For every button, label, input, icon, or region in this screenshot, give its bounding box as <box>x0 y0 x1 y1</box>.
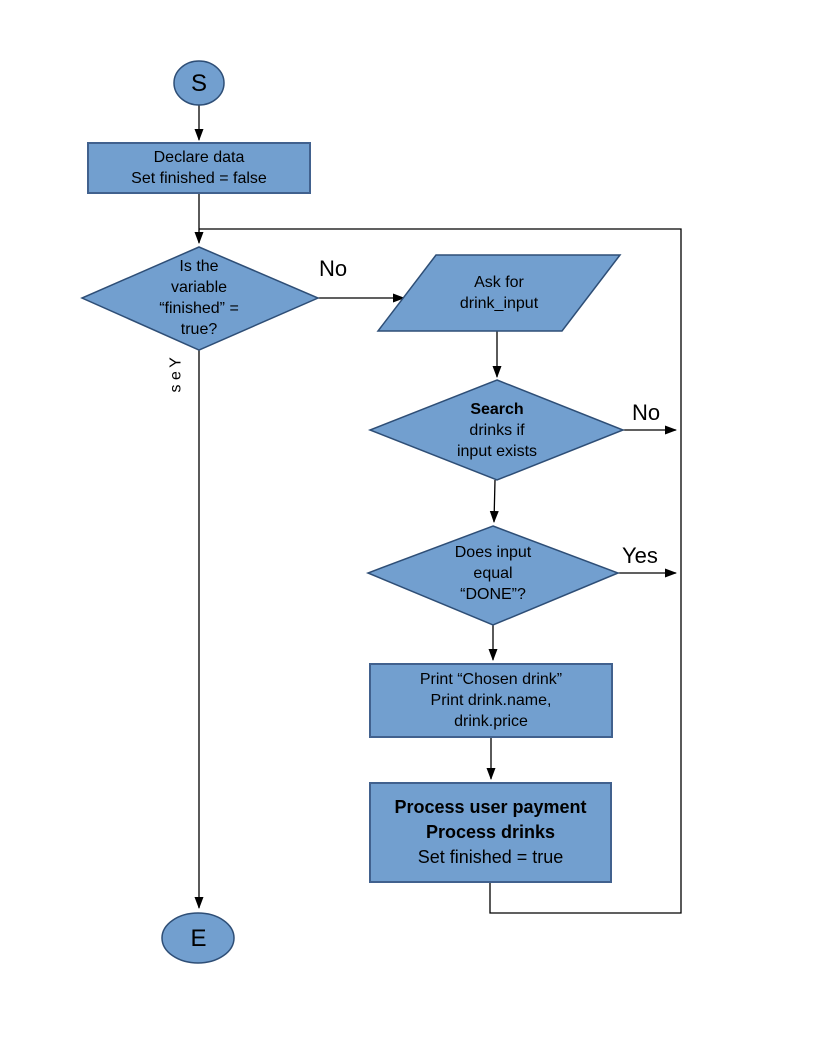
payment-process-shape <box>369 782 612 883</box>
declare-node-label: Declare data Set finished = false <box>131 149 267 187</box>
payment-node-label-bold: Process user payment Process drinks <box>394 797 587 842</box>
edge-loopback <box>199 228 682 914</box>
start-terminator-shape <box>173 60 225 106</box>
end-terminator-shape <box>161 912 235 964</box>
search-node-label: Search drinks if input exists <box>397 399 597 462</box>
edge-label-search-no: No <box>632 400 661 425</box>
print-node-label: Print “Chosen drink” Print drink.name, d… <box>419 671 563 730</box>
check-finished-decision-shape <box>80 246 320 351</box>
check-finished-node-label: Is the variable “finished” = true? <box>159 258 239 338</box>
start-node-label: S <box>190 69 207 97</box>
edge-search-to-check-done <box>489 479 499 523</box>
edge-label-done-yes: Yes <box>622 543 658 568</box>
payment-node-label: Process user payment Process drinks Set … <box>370 783 611 882</box>
check-done-decision-shape <box>365 525 621 626</box>
print-process-shape <box>369 663 613 738</box>
edge-label-finished-no: No <box>319 256 348 281</box>
ask-input-node-label: Ask for drink_input <box>459 274 539 312</box>
search-node-label-rest: drinks if input exists <box>456 422 538 460</box>
ask-input-io-shape <box>376 254 622 332</box>
check-done-node-label: Does input equal “DONE”? <box>454 544 532 603</box>
declare-process-shape <box>87 142 311 194</box>
search-decision-shape <box>367 379 626 481</box>
search-node-label-bold: Search <box>470 401 524 418</box>
payment-node-label-regular: Set finished = true <box>417 847 564 867</box>
end-node-label: E <box>190 924 207 952</box>
